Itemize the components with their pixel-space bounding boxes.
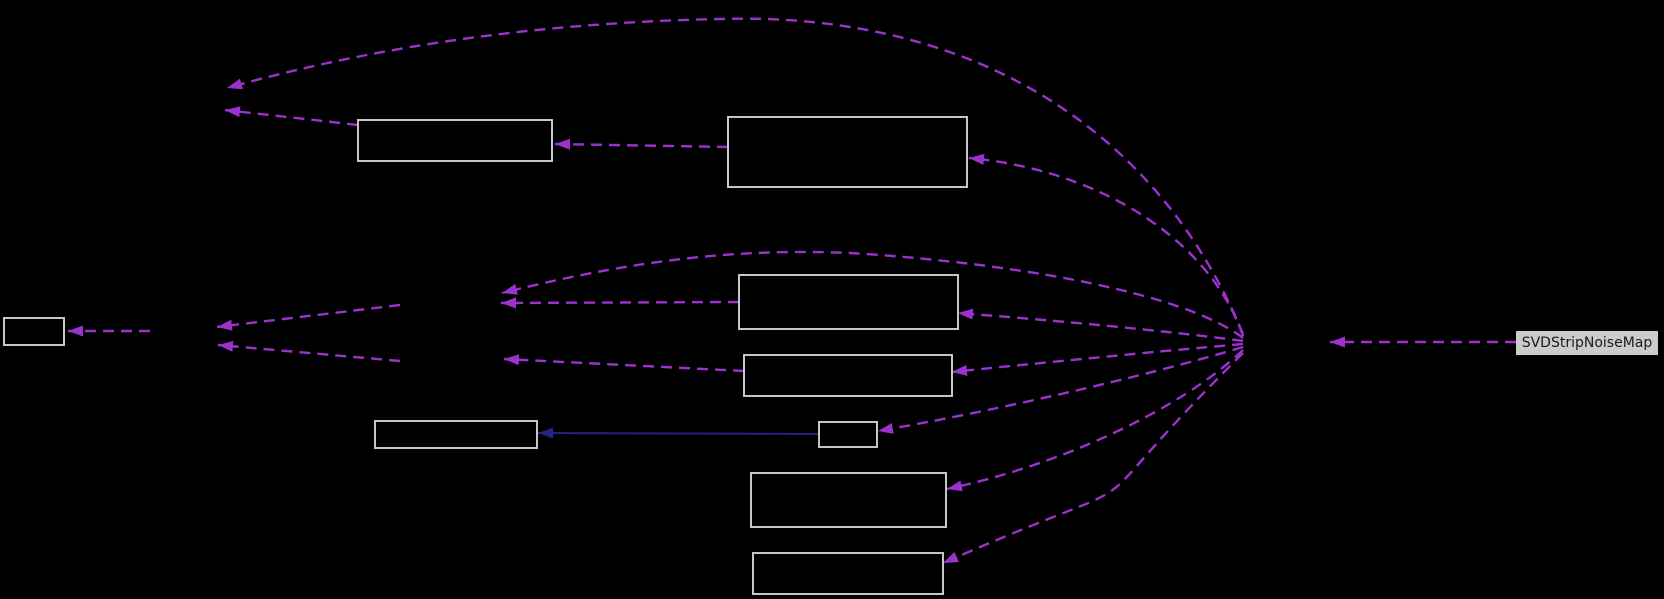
edge-mid-left-node-to-far-left-node: [216, 303, 401, 331]
class-node-box-mid-2[interactable]: [743, 354, 953, 397]
edge-box-top-left-to-upperleft-node: [224, 106, 359, 127]
edge-hub-to-upperleft-node: [226, 17, 1245, 335]
class-node-box-mid-1[interactable]: [738, 274, 959, 330]
class-node-box-lower-left[interactable]: [374, 420, 538, 449]
edge-box-mid-1-to-mid-left-node: [500, 297, 740, 309]
edge-box-small-to-box-lower-left: [537, 427, 820, 439]
class-node-box-top-left[interactable]: [357, 119, 553, 162]
edge-box-top-mid-to-box-top-left: [554, 138, 729, 150]
class-node-box-top-mid[interactable]: [727, 116, 968, 188]
node-svdstripnoisemap: SVDStripNoiseMap: [1516, 331, 1658, 355]
edge-box-mid-2-to-lower-mid-node: [503, 354, 745, 373]
class-node-box-small[interactable]: [818, 421, 878, 448]
edge-hub-to-box-mid-2: [951, 342, 1244, 376]
edge-hub-to-box-small: [877, 345, 1244, 434]
class-node-box-far-left[interactable]: [3, 317, 65, 346]
class-node-box-lower-1[interactable]: [750, 472, 947, 528]
class-node-box-lower-2[interactable]: [752, 552, 944, 595]
edge-lower-mid-node-to-far-left-node: [217, 340, 401, 363]
edge-hub-to-box-top-mid: [968, 153, 1245, 337]
edges-layer: [68, 17, 1516, 565]
edge-hub-to-box-lower-2: [942, 352, 1244, 565]
edge-hub-to-box-lower-1: [946, 349, 1244, 492]
edge-hub-to-box-mid-1: [957, 308, 1244, 343]
nodes-layer: [3, 116, 968, 595]
edge-hub-to-mid-left-node: [501, 250, 1244, 339]
